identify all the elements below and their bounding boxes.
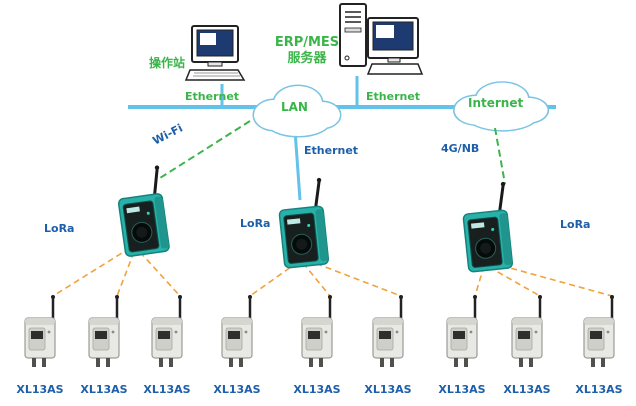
lora-right-label: LoRa xyxy=(560,218,591,231)
wifi-link-line xyxy=(159,120,251,179)
lan-label: LAN xyxy=(281,100,308,114)
operator-station-icon xyxy=(185,25,245,81)
end-device-icon-5 xyxy=(300,293,334,369)
cellular-label: 4G/NB xyxy=(441,142,480,155)
wireless-links xyxy=(159,120,506,185)
ethernet-gateway-line xyxy=(293,129,302,201)
lora-gateway-middle-icon xyxy=(274,176,332,270)
cellular-link-line xyxy=(494,127,506,185)
erp-server-label: ERP/MES 服务器 xyxy=(274,35,340,68)
lora-left-label: LoRa xyxy=(44,222,75,235)
erp-server-label-line2: 服务器 xyxy=(287,51,327,67)
end-device-icon-4 xyxy=(220,293,254,369)
end-device-icon-3 xyxy=(150,293,184,369)
end-device-label-8: XL13AS xyxy=(503,383,551,396)
lora-links xyxy=(52,247,613,297)
end-device-icon-8 xyxy=(510,293,544,369)
ethernet-server-label: Ethernet xyxy=(366,90,421,103)
end-device-label-5: XL13AS xyxy=(293,383,341,396)
erp-server-icon xyxy=(339,3,423,75)
end-device-label-2: XL13AS xyxy=(80,383,128,396)
end-device-label-3: XL13AS xyxy=(143,383,191,396)
erp-server-label-line1: ERP/MES xyxy=(274,35,340,50)
end-device-icon-2 xyxy=(87,293,121,369)
end-device-icon-7 xyxy=(445,293,479,369)
lora-gateway-left-icon xyxy=(112,163,173,259)
end-device-icon-6 xyxy=(371,293,405,369)
end-device-label-7: XL13AS xyxy=(438,383,486,396)
end-device-icon-1 xyxy=(23,293,57,369)
operator-station-label: 操作站 xyxy=(149,56,186,70)
end-device-label-4: XL13AS xyxy=(213,383,261,396)
lora-gateway-right-icon xyxy=(458,180,516,274)
end-device-icon-9 xyxy=(582,293,616,369)
lora-middle-label: LoRa xyxy=(240,217,271,230)
ethernet-gateway-label: Ethernet xyxy=(304,144,359,157)
end-device-label-6: XL13AS xyxy=(364,383,412,396)
ethernet-operator-label: Ethernet xyxy=(185,90,240,103)
end-device-label-1: XL13AS xyxy=(16,383,64,396)
end-device-label-9: XL13AS xyxy=(575,383,623,396)
internet-label: Internet xyxy=(468,96,524,110)
